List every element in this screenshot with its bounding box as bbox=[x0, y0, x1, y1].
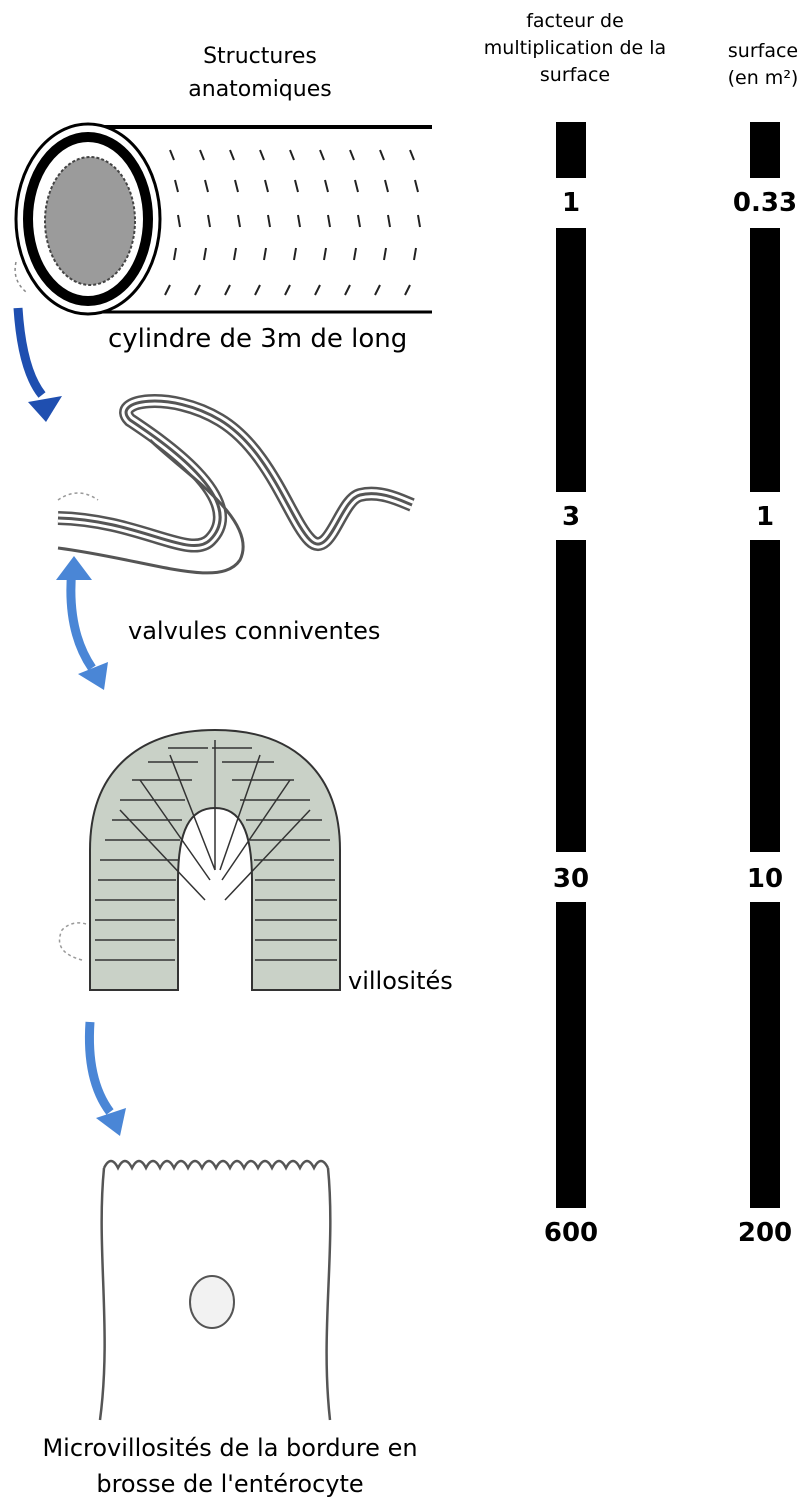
arrow-3 bbox=[89, 1022, 126, 1136]
arrow-2 bbox=[56, 556, 108, 690]
label-villi: villosités bbox=[348, 966, 453, 996]
enterocyte-illustration bbox=[100, 1161, 330, 1420]
cylinder-illustration bbox=[15, 124, 432, 314]
label-microvilli-text: Microvillosités de la bordure en brosse … bbox=[42, 1434, 417, 1498]
arrow-1 bbox=[18, 308, 62, 422]
label-cylinder: cylindre de 3m de long bbox=[108, 324, 407, 354]
label-microvilli: Microvillosités de la bordure en brosse … bbox=[20, 1430, 440, 1502]
label-valvules: valvules conniventes bbox=[128, 616, 380, 646]
valvules-illustration bbox=[58, 401, 412, 573]
villi-illustration bbox=[60, 730, 341, 990]
